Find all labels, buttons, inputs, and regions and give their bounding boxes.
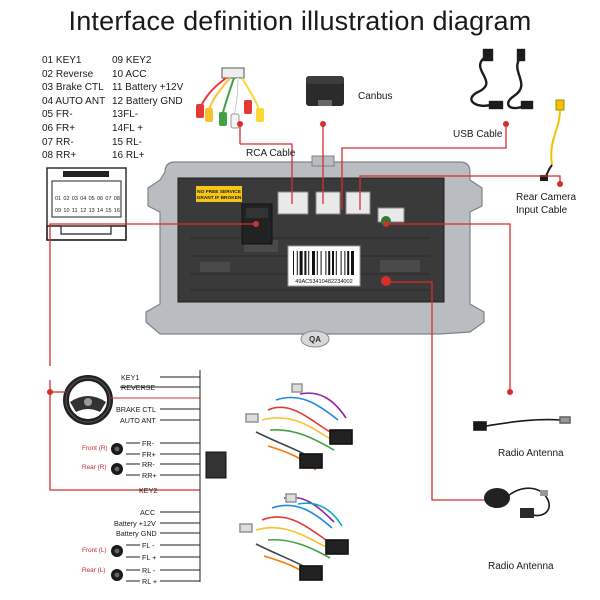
- wiring-label-fr-plus: FR+: [142, 450, 156, 459]
- speaker-label-rear-left: Rear (L): [82, 567, 106, 574]
- connector-pin-09: 09: [55, 208, 61, 214]
- connector-pin-02: 02: [63, 196, 69, 202]
- barcode-bar: [296, 251, 298, 275]
- connector-pin-10: 10: [63, 208, 69, 214]
- connector-pin-04: 04: [80, 196, 86, 202]
- wiring-label-rl-minus: RL -: [142, 566, 156, 575]
- pin-label: 08 RR+: [42, 150, 77, 162]
- pin-label: 11 Battery +12V: [112, 82, 184, 94]
- wiring-label-fl-plus: FL +: [142, 553, 157, 562]
- connector-pin-07: 07: [105, 196, 111, 202]
- wiring-label-reverse: REVERSE: [121, 383, 156, 392]
- pin-label: 07 RR-: [42, 136, 74, 148]
- connector-pin-06: 06: [97, 196, 103, 202]
- pin-label: 10 ACC: [112, 68, 147, 80]
- barcode-bar: [351, 251, 354, 275]
- barcode-bar: [328, 251, 331, 275]
- barcode-bar: [312, 251, 315, 275]
- usb-cable-label: USB Cable: [453, 129, 503, 140]
- connector-pin-11: 11: [72, 208, 78, 214]
- wire-harness-2: [239, 493, 349, 581]
- usb-cable-image: [470, 48, 534, 110]
- radio-antenna-2-image: [484, 487, 550, 518]
- pin-label: 05 FR-: [42, 109, 73, 121]
- connector-pin-12: 12: [80, 208, 86, 214]
- warranty-sticker-line2: GRANT IF BROKEN: [197, 195, 242, 201]
- speaker-label-rear-right: Rear (R): [82, 464, 107, 471]
- steering-wheel-image: [50, 375, 200, 425]
- warranty-sticker-line1: NO FREE SERVICE: [197, 189, 241, 195]
- barcode-bar: [316, 251, 318, 275]
- canbus-label: Canbus: [358, 91, 393, 102]
- barcode-bar: [332, 251, 334, 275]
- wiring-lines: [120, 370, 227, 582]
- wiring-label-key2: KEY2: [139, 486, 158, 495]
- page-title: Interface definition illustration diagra…: [68, 6, 532, 36]
- radio-antenna-label-2: Radio Antenna: [488, 561, 554, 572]
- barcode-bar: [293, 251, 294, 275]
- pin-label: 15 RL-: [112, 136, 143, 148]
- barcode-bar: [299, 251, 303, 275]
- callout-lines: [49, 124, 561, 501]
- barcode-bar: [325, 251, 327, 275]
- rca-cable-label: RCA Cable: [246, 148, 296, 159]
- connector-pin-01: 01: [55, 196, 61, 202]
- rca-cable-image: [196, 67, 264, 129]
- pin-list-right: 09 KEY2 10 ACC 11 Battery +12V 12 Batter…: [112, 54, 183, 163]
- wiring-label-fl-minus: FL -: [142, 541, 155, 550]
- pin-label: 06 FR+: [42, 122, 76, 134]
- connector-pin-08: 08: [114, 196, 120, 202]
- wiring-label-acc: ACC: [140, 508, 156, 517]
- pin-label: 09 KEY2: [112, 55, 152, 66]
- wiring-label-key1: KEY1: [121, 373, 140, 382]
- wiring-label-fr-minus: FR-: [142, 439, 154, 448]
- barcode-bar: [320, 251, 322, 275]
- pin-label: 14FL +: [112, 122, 144, 134]
- pin-label: 02 Reverse: [42, 68, 94, 80]
- barcode-bar: [308, 251, 310, 275]
- serial-number: 49AC53410482234002: [295, 279, 353, 285]
- barcode-bar: [304, 251, 307, 275]
- connector-pin-16: 16: [114, 208, 120, 214]
- wiring-label-rl-plus: RL +: [142, 577, 158, 586]
- canbus-box-image: [306, 76, 344, 106]
- pin-label: 16 RL+: [112, 150, 145, 162]
- pin-label: 12 Battery GND: [112, 95, 183, 107]
- pin-label: 01 KEY1: [42, 55, 82, 66]
- wiring-label-rr-plus: RR+: [142, 471, 157, 480]
- head-unit-back: NO FREE SERVICE GRANT IF BROKEN 49AC5341…: [145, 155, 485, 348]
- pin-list-left: 01 KEY1 02 Reverse 03 Brake CTL 04 AUTO …: [42, 54, 105, 163]
- connector-pin-14: 14: [97, 208, 103, 214]
- radio-antenna-label-1: Radio Antenna: [498, 448, 564, 459]
- pin-label: 04 AUTO ANT: [42, 95, 106, 107]
- barcode-bar: [344, 251, 346, 275]
- connector-pin-03: 03: [72, 196, 78, 202]
- rear-camera-cable-image: [540, 99, 565, 181]
- wiring-label-battery-12v: Battery +12V: [114, 519, 156, 528]
- wiring-label-brake-ctl: BRAKE CTL: [116, 405, 156, 414]
- wire-harness-1: [245, 383, 353, 471]
- pin-label: 13FL-: [112, 109, 139, 121]
- connector-pin-13: 13: [89, 208, 95, 214]
- speaker-label-front-left: Front (L): [82, 547, 107, 554]
- rear-camera-label-line1: Rear Camera: [516, 192, 577, 203]
- connector-pin-15: 15: [105, 208, 111, 214]
- barcode-bar: [347, 251, 350, 275]
- wiring-label-auto-ant: AUTO ANT: [120, 416, 156, 425]
- speaker-label-front-right: Front (R): [82, 445, 108, 452]
- barcode-bar: [340, 251, 342, 275]
- radio-antenna-1-image: [473, 416, 571, 431]
- speaker-icons: [111, 443, 123, 581]
- qa-mark: QA: [309, 335, 321, 344]
- barcode-bar: [335, 251, 337, 275]
- wiring-label-rr-minus: RR-: [142, 460, 155, 469]
- rear-camera-label-line2: Input Cable: [516, 205, 568, 216]
- pin-label: 03 Brake CTL: [42, 82, 104, 94]
- connector-pin-05: 05: [89, 196, 95, 202]
- wiring-label-battery-gnd: Battery GND: [116, 529, 157, 538]
